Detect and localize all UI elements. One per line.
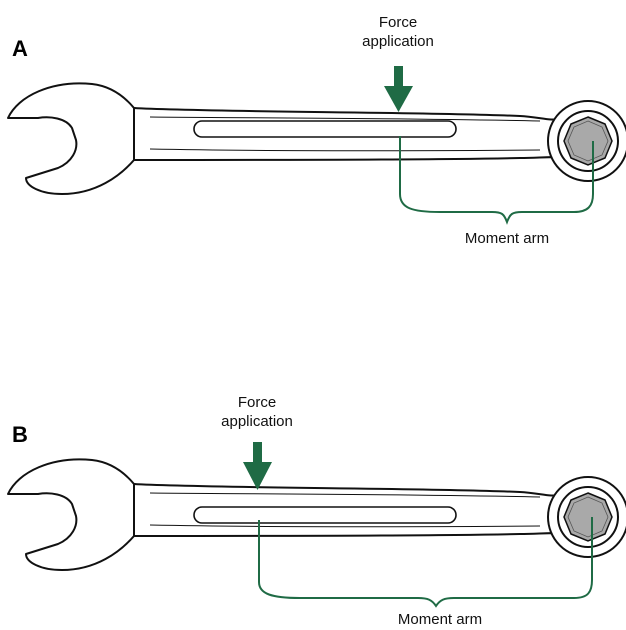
panel-a: A Force application Moment arm — [8, 14, 626, 247]
force-label-a-line2: application — [362, 33, 434, 50]
panel-b-letter: B — [12, 422, 28, 447]
force-arrow-b — [243, 442, 272, 490]
force-label-b-line2: application — [221, 413, 293, 430]
force-label-a-line1: Force — [379, 14, 417, 31]
force-arrow-a — [384, 66, 413, 112]
nut-a — [564, 117, 612, 165]
moment-arm-label-a: Moment arm — [465, 230, 549, 247]
panel-b: B Force application Moment arm — [8, 394, 626, 628]
wrench-a — [8, 83, 626, 194]
handle-slot-a — [194, 121, 456, 137]
handle-slot-b — [194, 507, 456, 523]
force-label-b-line1: Force — [238, 394, 276, 411]
nut-b — [564, 493, 612, 541]
panel-a-letter: A — [12, 36, 28, 61]
moment-arm-label-b: Moment arm — [398, 611, 482, 628]
